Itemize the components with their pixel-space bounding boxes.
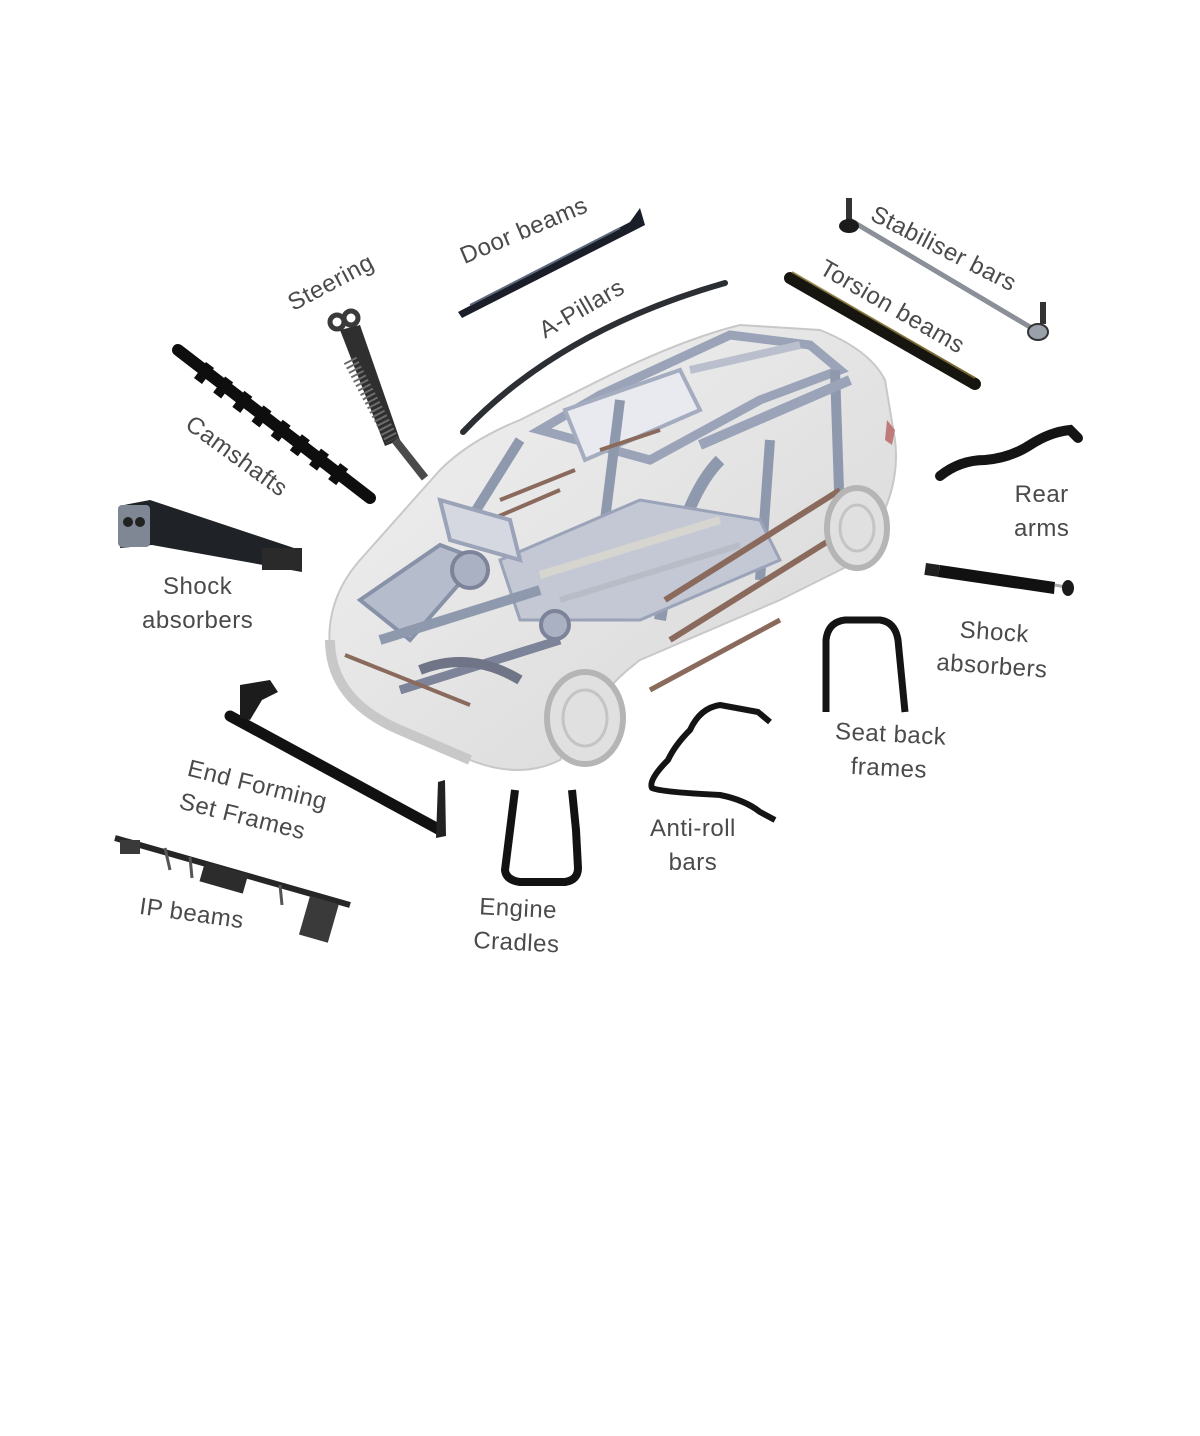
front-wheel-icon [544,669,626,767]
torsion-beam-icon [784,272,981,390]
stabiliser-bar-icon [839,198,1049,341]
seat-back-frame-icon [822,616,909,713]
rear-wheel-icon [824,485,890,571]
ip-beam-icon [114,835,351,943]
engine-cradle-icon [500,789,583,886]
label-seat-back-frames: Seat back frames [834,717,947,784]
shock-absorber-left-icon [118,500,302,572]
a-pillar-icon [460,280,728,435]
label-shock-absorbers-left: Shock absorbers [142,573,254,634]
steering-column-icon [327,308,429,481]
shock-absorber-right-icon [924,563,1074,596]
rear-arm-icon [935,424,1083,481]
label-rear-arms: Rear arms [1014,481,1070,542]
camshaft-icon [172,344,376,504]
end-forming-set-frame-icon [224,680,446,838]
label-shock-absorbers-right: Shock absorbers [935,616,1049,684]
anti-roll-bar-icon [648,702,777,823]
door-beam-icon [458,208,645,318]
label-anti-roll-bars: Anti-roll bars [650,815,736,876]
label-engine-cradles: Engine Cradles [472,893,561,959]
car-body-icon [325,323,897,771]
